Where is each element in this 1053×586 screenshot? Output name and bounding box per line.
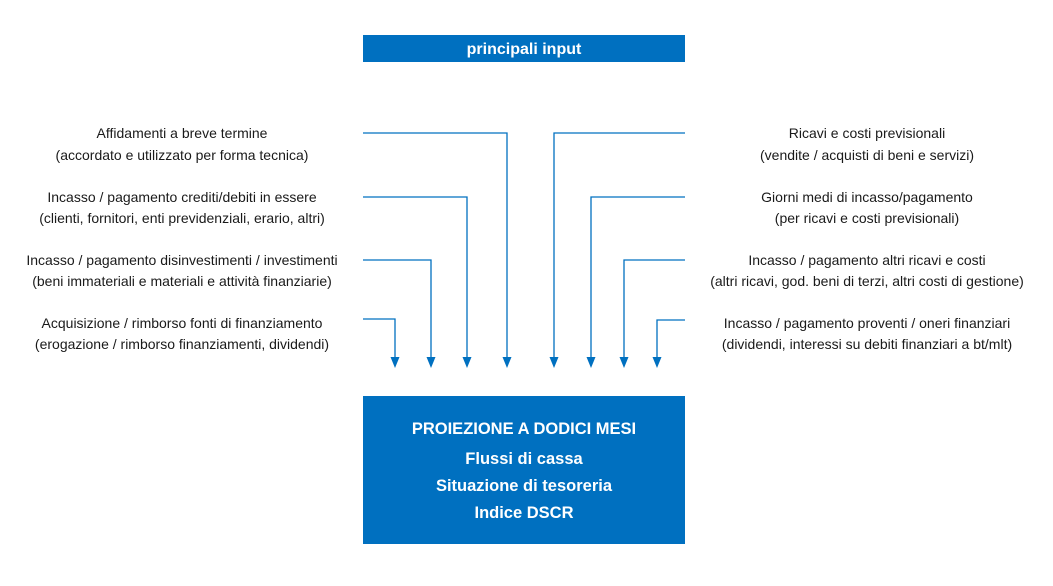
- arrowhead-right-1: [549, 357, 559, 368]
- left-connectors: [363, 132, 512, 368]
- connector-right-3: [623, 259, 685, 359]
- arrowhead-right-3: [619, 357, 629, 368]
- connector-left-1: [363, 132, 508, 359]
- right-connectors: [549, 132, 685, 368]
- arrowhead-right-4: [652, 357, 662, 368]
- header-box-group: principali input: [363, 35, 685, 62]
- left-input-1-title: Affidamenti a breve termine: [97, 125, 268, 141]
- left-inputs: Affidamenti a breve termine (accordato e…: [26, 125, 337, 352]
- output-title: PROIEZIONE A DODICI MESI: [412, 420, 636, 438]
- right-input-1-detail: (vendite / acquisti di beni e servizi): [760, 147, 974, 163]
- output-item-dscr: Indice DSCR: [474, 504, 573, 522]
- connector-left-4: [363, 318, 396, 359]
- connector-left-3: [363, 259, 432, 359]
- header-title: principali input: [467, 41, 582, 58]
- left-input-3-detail: (beni immateriali e materiali e attività…: [32, 273, 332, 289]
- left-input-4-detail: (erogazione / rimborso finanziamenti, di…: [35, 336, 329, 352]
- left-input-2-title: Incasso / pagamento crediti/debiti in es…: [47, 189, 316, 205]
- right-inputs: Ricavi e costi previsionali (vendite / a…: [710, 125, 1024, 352]
- connector-right-2: [590, 196, 685, 359]
- right-input-4-title: Incasso / pagamento proventi / oneri fin…: [724, 315, 1010, 331]
- output-box-group: PROIEZIONE A DODICI MESI Flussi di cassa…: [363, 396, 685, 544]
- output-box: [363, 396, 685, 544]
- output-item-cash-flows: Flussi di cassa: [465, 450, 583, 468]
- arrowhead-left-3: [426, 357, 436, 368]
- header-box: [363, 35, 685, 62]
- right-input-3-detail: (altri ricavi, god. beni di terzi, altri…: [710, 273, 1024, 289]
- arrowhead-left-2: [462, 357, 472, 368]
- left-input-3-title: Incasso / pagamento disinvestimenti / in…: [26, 252, 337, 268]
- arrowhead-left-4: [390, 357, 400, 368]
- connector-right-4: [656, 319, 685, 359]
- output-item-treasury: Situazione di tesoreria: [436, 477, 613, 495]
- right-input-3-title: Incasso / pagamento altri ricavi e costi: [748, 252, 985, 268]
- right-input-2-detail: (per ricavi e costi previsionali): [775, 210, 959, 226]
- right-input-2-title: Giorni medi di incasso/pagamento: [761, 189, 973, 205]
- left-input-2-detail: (clienti, fornitori, enti previdenziali,…: [39, 210, 325, 226]
- arrowhead-right-2: [586, 357, 596, 368]
- connector-left-2: [363, 196, 468, 359]
- connector-right-1: [553, 132, 685, 359]
- right-input-4-detail: (dividendi, interessi su debiti finanzia…: [722, 336, 1012, 352]
- left-input-1-detail: (accordato e utilizzato per forma tecnic…: [56, 147, 309, 163]
- right-input-1-title: Ricavi e costi previsionali: [789, 125, 945, 141]
- left-input-4-title: Acquisizione / rimborso fonti di finanzi…: [42, 315, 323, 331]
- arrowhead-left-1: [502, 357, 512, 368]
